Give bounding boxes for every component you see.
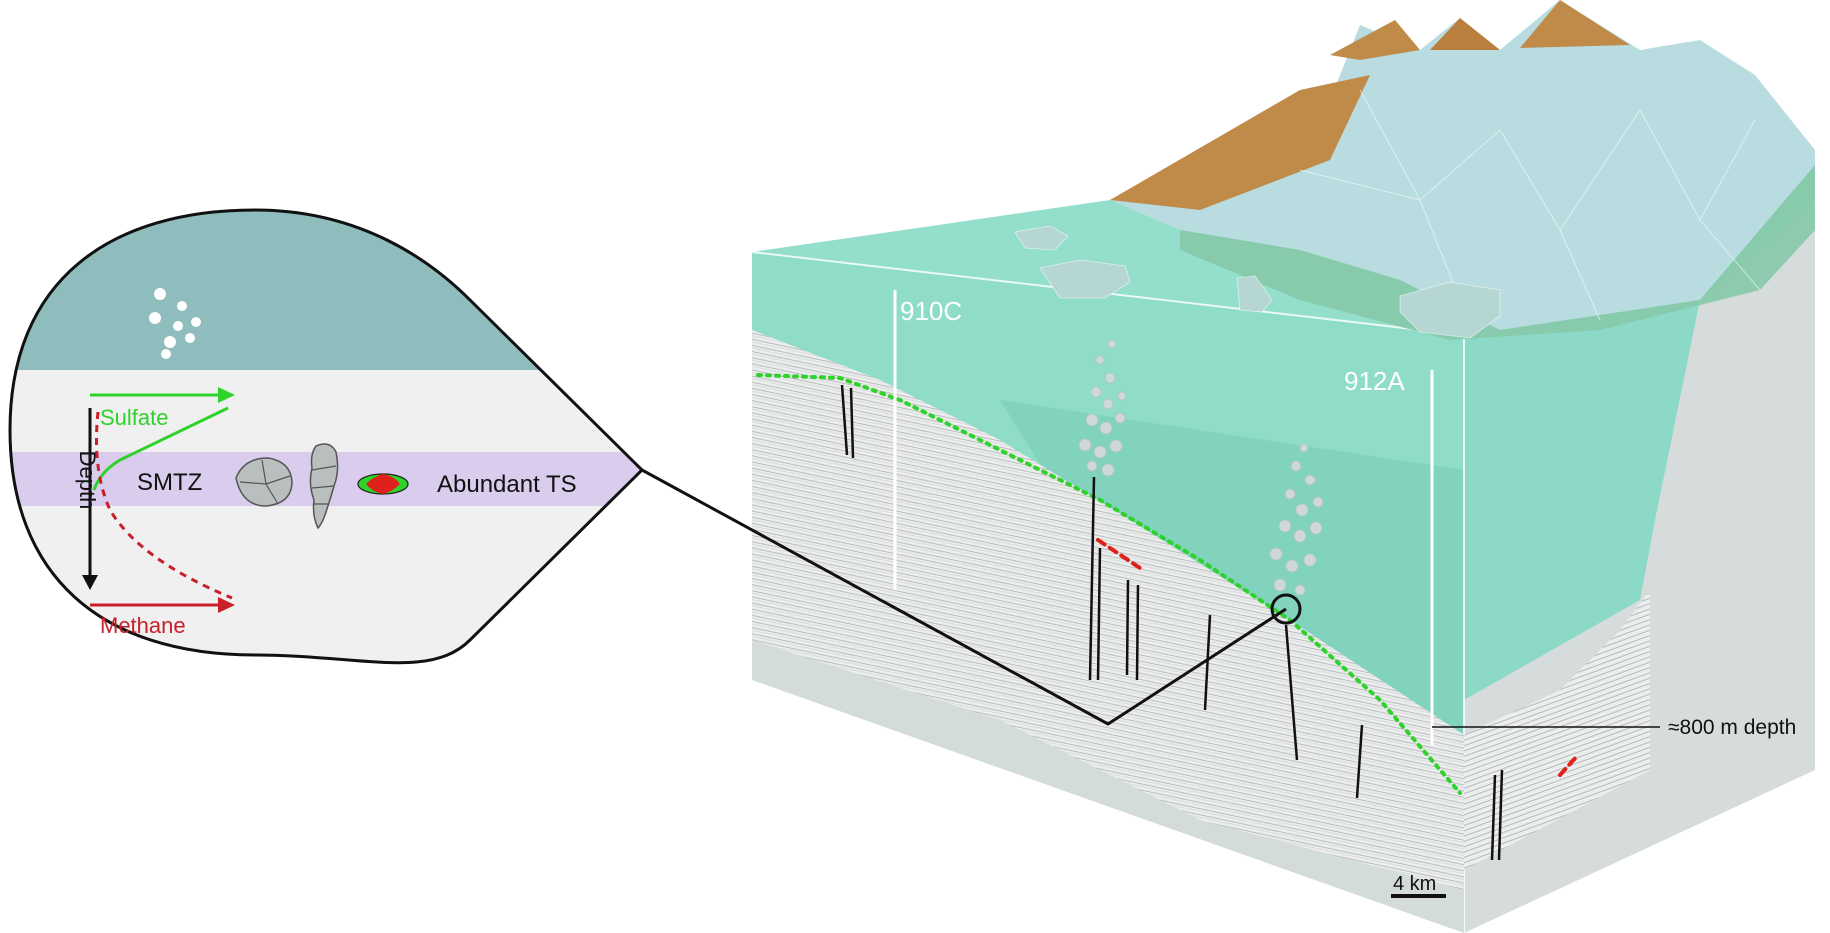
callout-circle xyxy=(1270,593,1302,625)
inset-water xyxy=(10,210,642,370)
sulfate-profile-curve xyxy=(92,406,229,491)
inset-bubbles xyxy=(149,288,201,359)
ice-sheet xyxy=(1110,0,1815,340)
depth-axis-label: Depth xyxy=(75,451,100,510)
site-912a-label: 912A xyxy=(1344,366,1405,396)
abundant-ts-label: Abundant TS xyxy=(437,471,577,498)
gas-bubbles-2 xyxy=(1269,443,1324,596)
block-3d: 910C 912A xyxy=(751,0,1816,933)
seismic-profile xyxy=(752,330,1464,890)
seismic-profile-right xyxy=(1464,590,1650,870)
inset-lens: Depth Sulfate Methane SMTZ Abundant TS xyxy=(8,208,645,665)
depth-label: ≈800 m depth xyxy=(1668,716,1796,739)
inset-outline xyxy=(8,208,645,665)
fault-lines xyxy=(840,384,1504,861)
icebergs xyxy=(1014,225,1501,339)
ts-ellipse-icon xyxy=(357,473,409,495)
site-910c-label: 910C xyxy=(900,296,962,326)
scale-bar-label: 4 km xyxy=(1393,873,1436,895)
methane-profile-curve xyxy=(95,411,233,600)
callout-connector xyxy=(641,468,1287,726)
water-shade xyxy=(1000,400,1464,735)
elongate-foraminifera-icon xyxy=(309,443,339,530)
methane-arrowhead xyxy=(218,597,235,613)
smtz-dotted-line xyxy=(756,373,1462,795)
gas-bubbles-1 xyxy=(1078,339,1127,477)
depth-axis-arrowhead xyxy=(82,575,98,590)
methane-label: Methane xyxy=(100,613,186,638)
red-gas-marks xyxy=(1096,538,1580,777)
sulfate-label: Sulfate xyxy=(100,405,169,430)
smtz-label: SMTZ xyxy=(137,469,202,496)
sulfate-arrowhead xyxy=(218,387,235,403)
foraminifera-icon xyxy=(235,457,293,507)
